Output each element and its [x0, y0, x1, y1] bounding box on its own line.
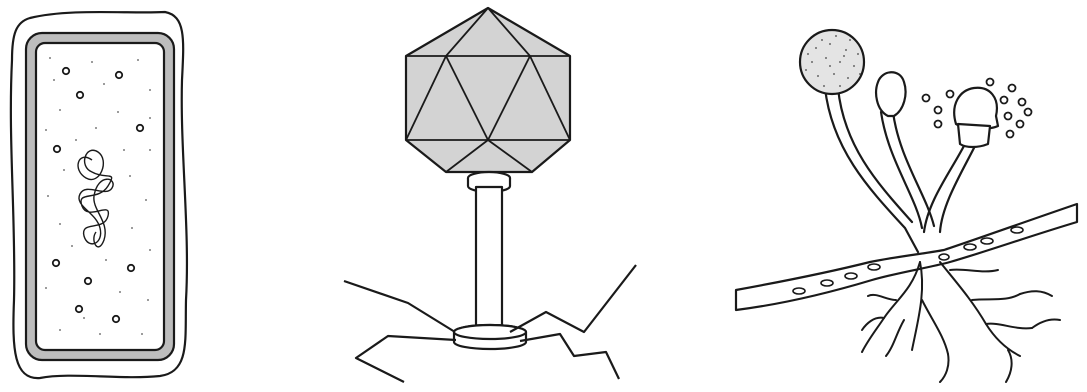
mold-stolon: [736, 204, 1077, 310]
phage-tail: [476, 187, 502, 333]
virus-icon: [344, 8, 636, 382]
mold-stalk-left: [825, 88, 918, 252]
mold-rhizoids: [862, 262, 1060, 382]
bacterium-icon: [11, 12, 187, 378]
mold-sporangium: [800, 30, 864, 94]
fungus-icon: [736, 30, 1077, 382]
bacterium-cytoplasm: [36, 43, 164, 350]
mold-burst-sporangium: [954, 88, 998, 129]
mold-columella: [958, 124, 990, 147]
mold-young-sporangium: [876, 72, 905, 116]
